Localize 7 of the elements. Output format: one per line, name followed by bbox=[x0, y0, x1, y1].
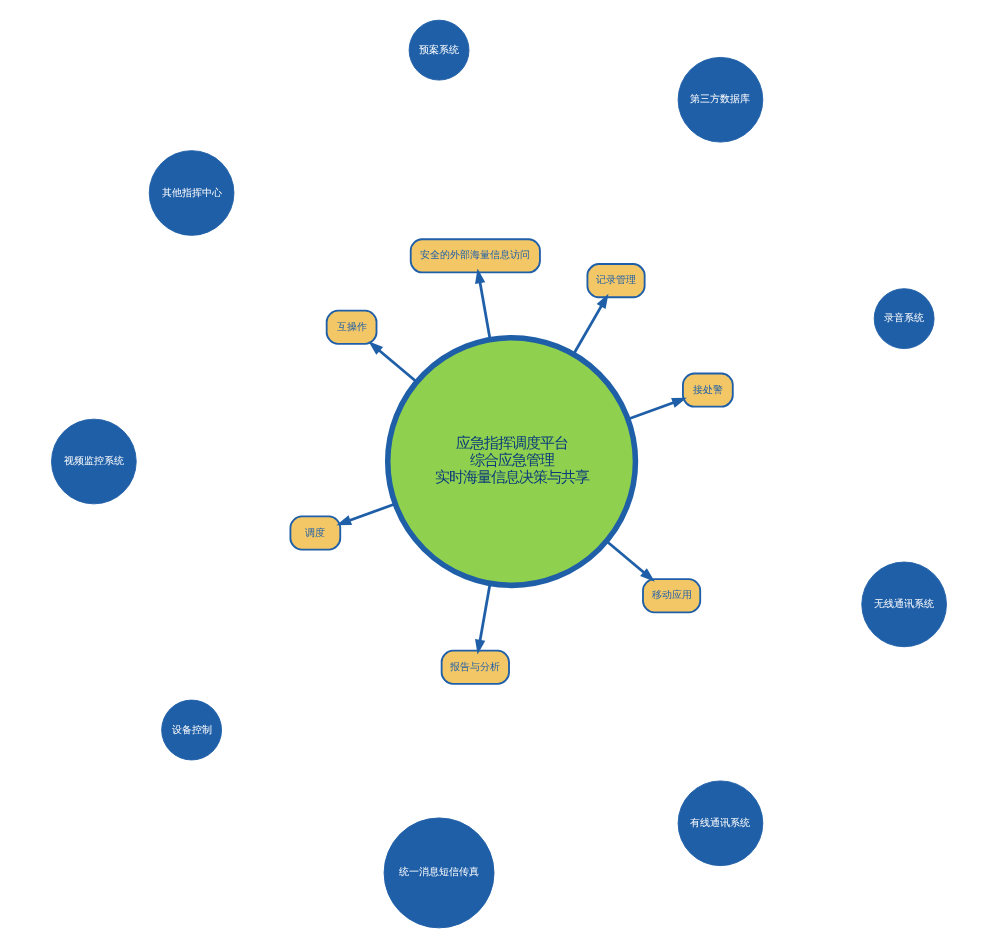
arrow bbox=[368, 341, 418, 383]
arrow bbox=[475, 583, 492, 655]
arrow bbox=[627, 397, 687, 421]
arrow bbox=[475, 268, 492, 340]
arrow bbox=[606, 540, 655, 582]
arrow bbox=[336, 502, 396, 526]
arrow bbox=[572, 293, 609, 355]
